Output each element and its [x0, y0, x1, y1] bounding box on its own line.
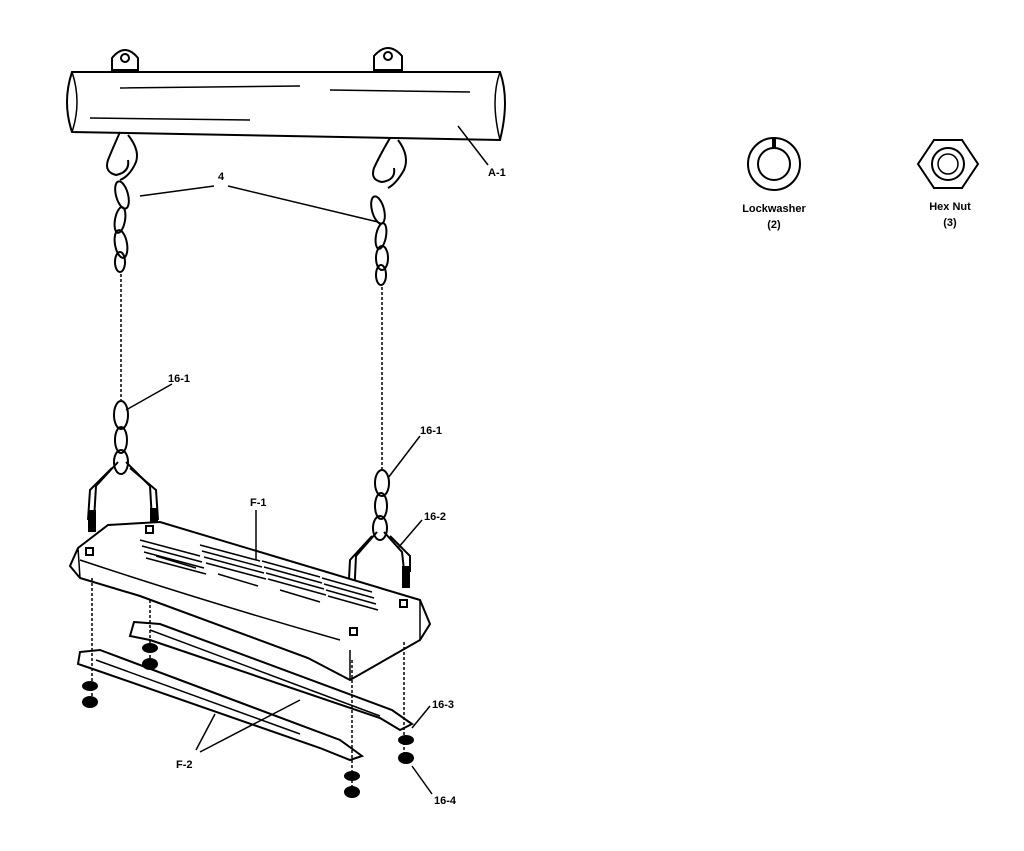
swing-seat [68, 520, 432, 682]
label-washer-part: 16-3 [432, 699, 454, 711]
label-hanger: 16-2 [424, 511, 446, 523]
label-chain-link-right: 16-1 [420, 425, 442, 437]
chain-link-right [372, 469, 390, 541]
chain-link-left [113, 400, 129, 475]
leader-lines [125, 125, 489, 795]
top-bracket-right [373, 47, 403, 71]
label-chain: 4 [218, 171, 225, 183]
fasteners-right-front [344, 771, 360, 798]
fasteners-left-back [142, 643, 158, 670]
lockwasher-ref: (2) [767, 219, 781, 231]
chain-right [370, 137, 407, 470]
seat-brace-back [128, 620, 414, 732]
hanger-left [87, 461, 159, 532]
label-chain-link-left: 16-1 [168, 373, 190, 385]
lockwasher-icon [747, 137, 801, 191]
hex-nut-label: Hex Nut [929, 201, 971, 213]
label-brace: F-2 [176, 759, 193, 771]
bolt-guides [91, 578, 405, 790]
fasteners-left-front [82, 681, 98, 708]
seat-brace-front [76, 648, 365, 762]
top-bar [66, 47, 506, 142]
label-top-bar: A-1 [488, 167, 506, 179]
hex-nut-icon [916, 139, 980, 189]
top-bracket-left [111, 49, 139, 71]
hex-nut-ref: (3) [943, 217, 957, 229]
label-seat: F-1 [250, 497, 267, 509]
fasteners-right-back [398, 735, 414, 764]
chain-left [106, 131, 138, 400]
seat-slots [139, 539, 379, 611]
lockwasher-label: Lockwasher [742, 203, 806, 215]
label-nut-part: 16-4 [434, 795, 457, 807]
